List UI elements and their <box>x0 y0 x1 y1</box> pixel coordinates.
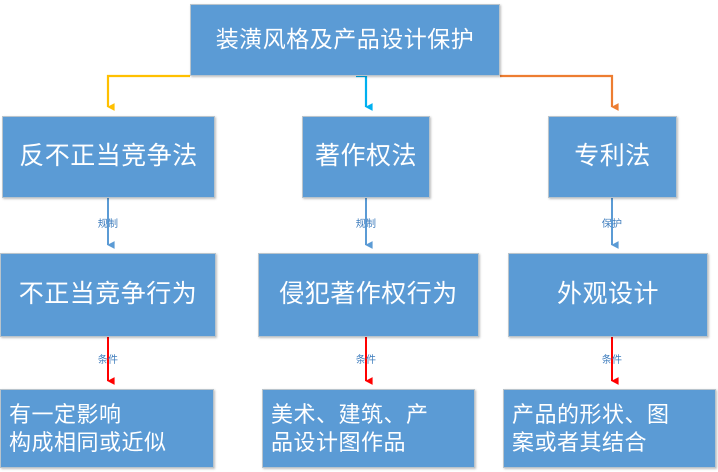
node-patent-law[interactable]: 专利法 <box>548 116 677 198</box>
connector-root-to-patent-law <box>500 74 619 111</box>
connector-root-to-copyright-law <box>356 74 373 111</box>
node-copyright-law[interactable]: 著作权法 <box>302 116 430 198</box>
node-unfair-competition-behavior[interactable]: 不正当竞争行为 <box>0 253 216 337</box>
node-root-protection-scope[interactable]: 装潢风格及产品设计保护 <box>190 4 500 76</box>
node-condition-influence-similarity[interactable]: 有一定影响 构成相同或近似 <box>0 389 214 468</box>
node-copyright-infringement-behavior[interactable]: 侵犯著作权行为 <box>258 253 479 337</box>
edge-label-condition-left: 条件 <box>97 355 119 366</box>
edge-label-regulate-left: 规制 <box>97 219 119 230</box>
edge-label-condition-middle: 条件 <box>355 355 377 366</box>
edge-label-regulate-middle: 规制 <box>355 219 377 230</box>
edge-label-condition-right: 条件 <box>601 355 623 366</box>
node-anti-unfair-competition-law[interactable]: 反不正当竞争法 <box>2 116 215 198</box>
edge-label-protect-right: 保护 <box>601 219 623 230</box>
node-industrial-design[interactable]: 外观设计 <box>508 253 708 337</box>
node-condition-artistic-architectural-product-drawings[interactable]: 美术、建筑、产 品设计图作品 <box>262 389 475 468</box>
node-condition-shape-pattern-combination[interactable]: 产品的形状、图 案或者其结合 <box>503 389 716 468</box>
connector-root-to-unfair-competition-law <box>106 74 190 111</box>
